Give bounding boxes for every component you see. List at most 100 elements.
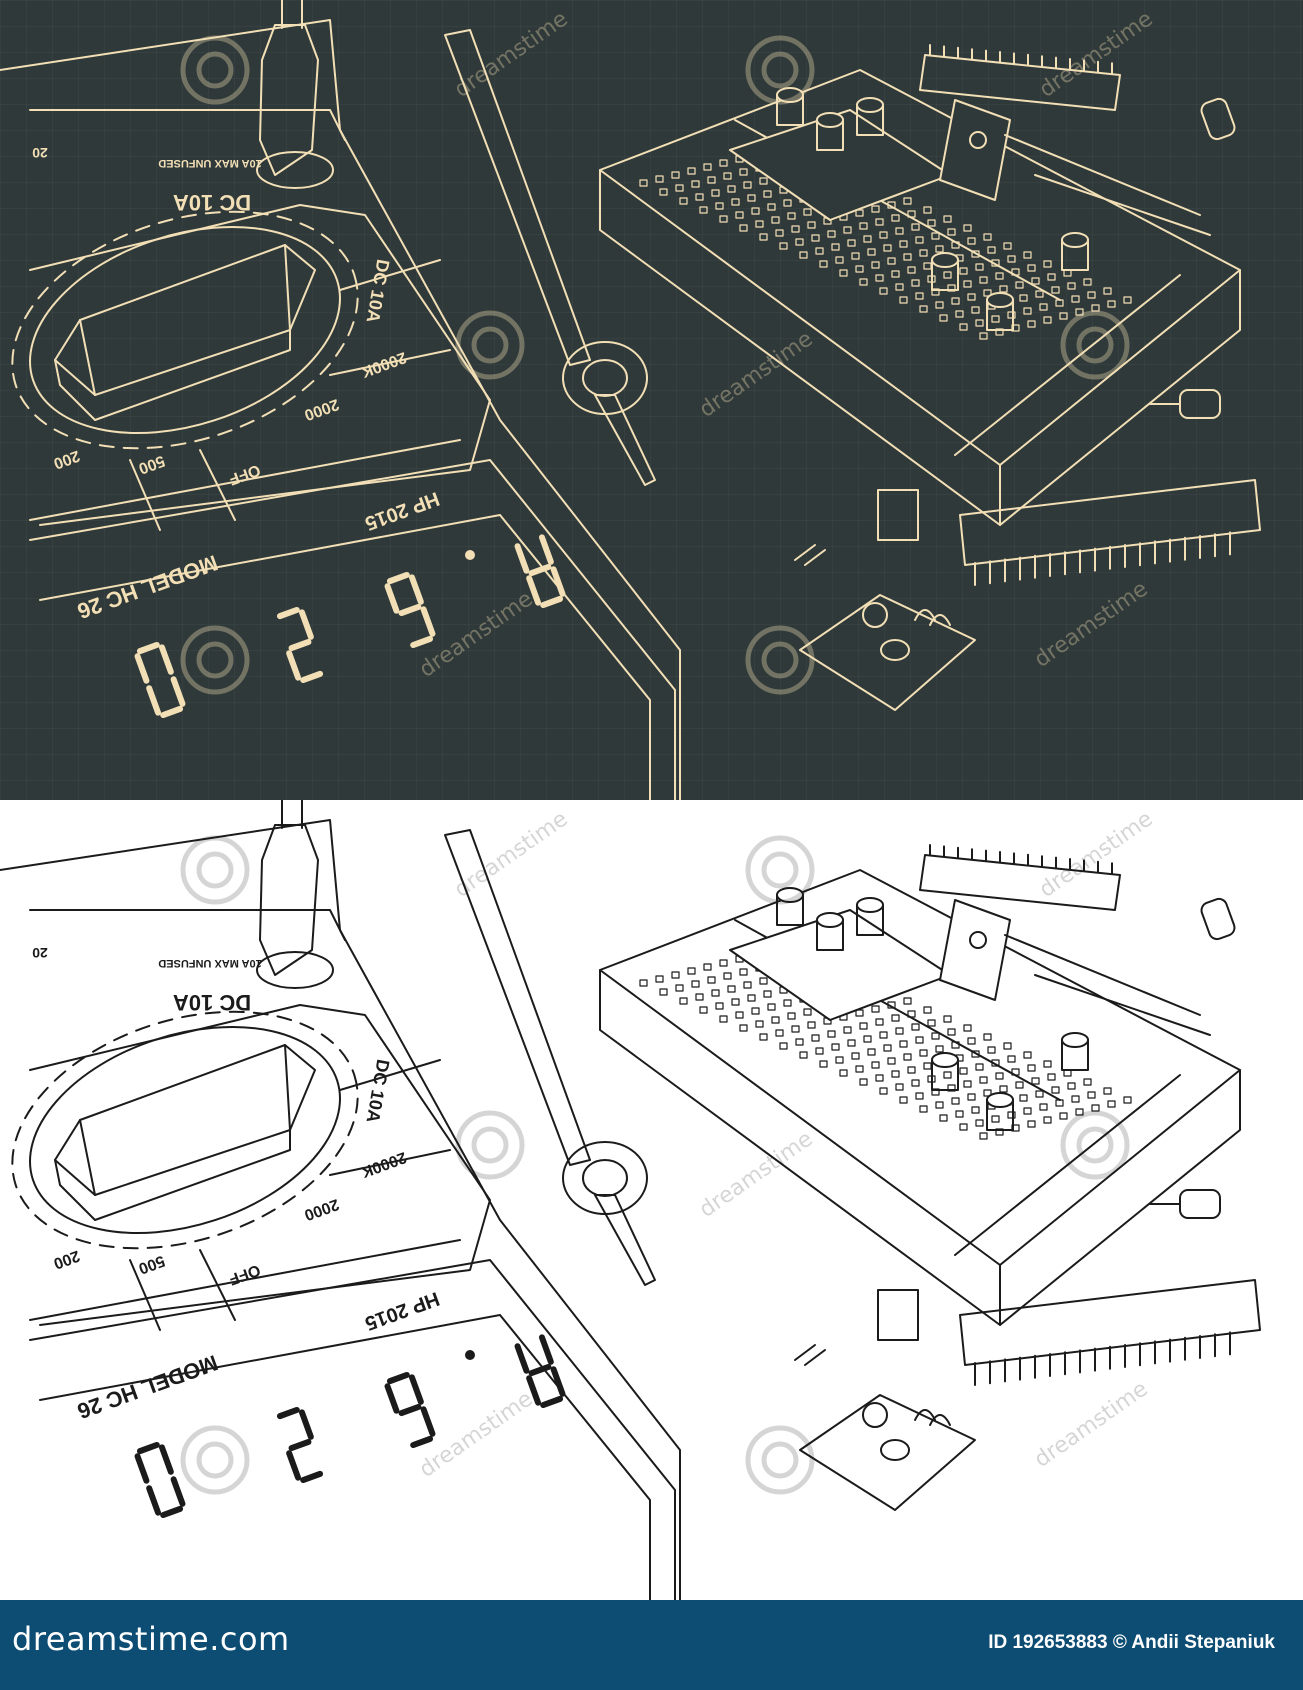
breadboard-hole [899,240,908,248]
display-digit [276,606,324,684]
breadboard-hole [1067,1082,1076,1090]
jack-socket [256,151,334,189]
breadboard-hole [727,185,736,193]
breadboard-hole [747,194,756,202]
breadboard-hole [811,1034,820,1042]
breadboard-hole [659,188,668,196]
breadboard-hole [867,248,876,256]
breadboard-hole [791,225,800,233]
dial-panel-outline [29,1004,491,1326]
breadboard-hole [815,247,824,255]
watermark-spiral-icon [196,1441,234,1479]
display-segment [538,1334,554,1365]
capacitor-body [1061,1039,1089,1071]
breadboard-hole [739,1024,748,1032]
breadboard-hole [735,211,744,219]
capacitor-body [986,299,1014,331]
watermark-spiral-icon [455,310,525,380]
breadboard-hole [983,289,992,297]
breadboard-hole [883,1044,892,1052]
small-capacitor [1200,97,1236,141]
breadboard-hole [951,297,960,305]
display-window-outline [39,514,651,800]
breadboard-hole [707,976,716,984]
breadboard-hole [991,315,1000,323]
breadboard-hole [747,994,756,1002]
capacitor-top [986,1092,1014,1108]
breadboard-hole [1075,1108,1084,1116]
breadboard-hole [1007,1111,1016,1119]
breadboard-hole [1007,311,1016,319]
breadboard [599,69,1241,526]
breadboard-hole [975,1063,984,1071]
breadboard-hole [1071,1095,1080,1103]
seven-segment-display [134,534,566,719]
breadboard-hole [731,198,740,206]
display-decimal-point [465,1350,475,1360]
breadboard-hole [991,259,1000,267]
breadboard-hole [819,260,828,268]
label-strip-line [29,1239,461,1321]
breadboard-hole [827,1030,836,1038]
display-segment [286,650,302,681]
breadboard-hole [711,189,720,197]
breadboard-hole [695,993,704,1001]
watermark-spiral-icon [761,1441,799,1479]
dial-ring [29,1026,341,1234]
breadboard-hole [775,1029,784,1037]
breadboard-hole [851,252,860,260]
sensor-module-board [799,594,976,711]
dial-divider [199,1249,236,1321]
breadboard-hole [755,1020,764,1028]
breadboard-hole [751,1007,760,1015]
regulator-hole [969,131,987,149]
display-segment [276,606,300,620]
breadboard-hole [675,184,684,192]
capacitor-top [986,292,1014,308]
watermark-spiral-icon [761,641,799,679]
probe-handle [444,29,591,366]
breadboard-hole [875,1074,884,1082]
capacitor-body [986,1099,1014,1131]
watermark-spiral-icon [761,51,799,89]
breadboard-hole [1087,1091,1096,1099]
breadboard-hole [735,1011,744,1019]
breadboard-hole [767,1003,776,1011]
display-segment [134,1453,150,1484]
breadboard-hole [787,1012,796,1020]
sensor-header-pins [914,1409,951,1426]
test-probe [444,29,656,486]
display-segment [146,1485,162,1516]
probe-handle [444,829,591,1166]
breadboard-hole [975,1119,984,1127]
breadboard-hole [1023,307,1032,315]
breadboard-hole [839,269,848,277]
breadboard-hole [879,1087,888,1095]
breadboard-hole [967,1093,976,1101]
sensor-element [880,1439,910,1461]
breadboard-hole [843,1026,852,1034]
breadboard-hole [919,1049,928,1057]
breadboard-hole [795,1038,804,1046]
breadboard-hole [799,251,808,259]
breadboard-hole [975,263,984,271]
jack-socket [256,951,334,989]
breadboard-hole [963,1024,972,1032]
probe-tip [594,394,656,486]
display-segment [136,641,160,655]
breadboard-hole [907,266,916,274]
breadboard-hole [947,228,956,236]
breadboard-hole [727,985,736,993]
breadboard-hole [1003,1042,1012,1050]
breadboard-hole [1031,1077,1040,1085]
breadboard-hole [659,988,668,996]
breadboard-hole [871,1005,880,1013]
breadboard-hole [723,972,732,980]
display-window-outline [39,1314,651,1600]
breadboard-hole [879,231,888,239]
breadboard-hole [943,215,952,223]
component-leads [1004,934,1211,1036]
display-bezel-outline [29,459,676,800]
breadboard-hole [903,197,912,205]
breadboard-hole [687,967,696,975]
